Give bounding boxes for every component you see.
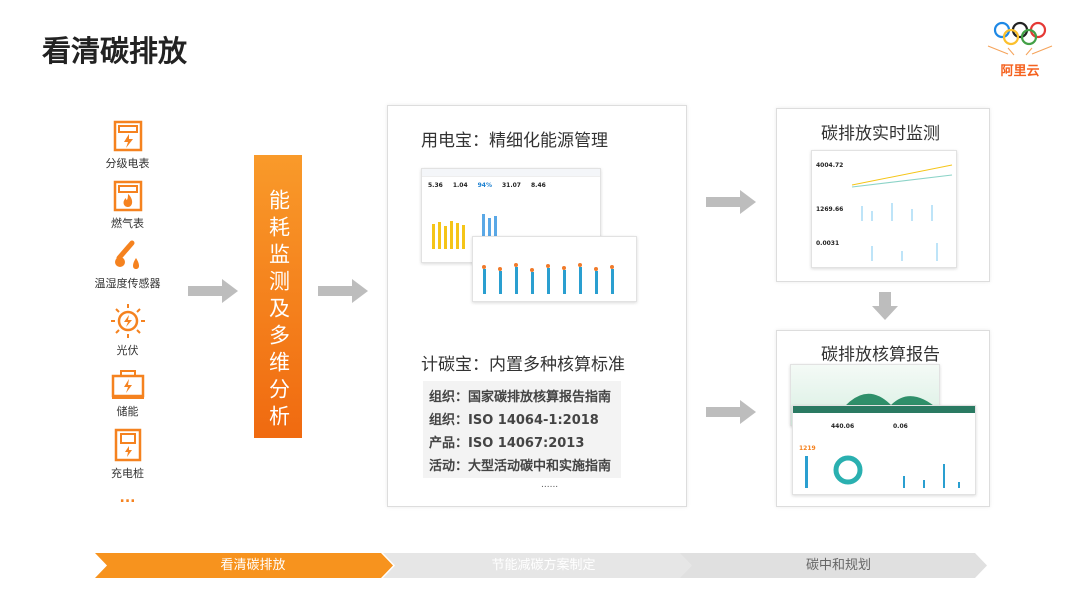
arrow-down-icon — [872, 292, 898, 320]
arrow-right-icon — [188, 279, 238, 303]
arrow-right-icon — [318, 279, 368, 303]
device-battery: 储能 — [90, 370, 165, 419]
device-charging-pile: 充电桩 — [90, 428, 165, 481]
report-screenshot: 440.06 0.06 1219 — [792, 405, 976, 495]
panel-title-report: 碳排放核算报告 — [821, 345, 940, 365]
dashboard-screenshot-2 — [472, 236, 637, 302]
standard-item: 组织：ISO 14064-1:2018 — [429, 413, 599, 428]
battery-icon — [111, 370, 144, 399]
device-gas-meter: 燃气表 — [90, 180, 165, 231]
gas-meter-icon — [113, 180, 142, 212]
step-neutral-planning: 碳中和规划 — [805, 558, 871, 573]
arrow-right-icon — [706, 400, 756, 424]
progress-chevrons — [95, 553, 987, 578]
svg-text:4004.72: 4004.72 — [816, 162, 843, 169]
arrow-right-icon — [706, 190, 756, 214]
device-label: 温湿度传感器 — [94, 277, 161, 290]
solar-icon — [110, 304, 145, 338]
more-standards: ...... — [541, 480, 559, 490]
charging-pile-icon — [114, 428, 141, 462]
svg-text:1219: 1219 — [799, 445, 816, 452]
device-thermometer: 温湿度传感器 — [90, 240, 165, 291]
device-label: 储能 — [116, 405, 139, 418]
standard-item: 产品：ISO 14067:2013 — [429, 436, 585, 451]
svg-text:1269.66: 1269.66 — [816, 206, 843, 213]
thermometer-icon — [114, 240, 139, 269]
monitoring-screenshot: 4004.72 1269.66 0.0031 — [811, 150, 957, 268]
device-solar: 光伏 — [90, 303, 165, 358]
device-label: 燃气表 — [111, 217, 144, 230]
svg-text:440.06: 440.06 — [831, 423, 854, 430]
more-devices: ... — [119, 490, 136, 506]
electric-meter-icon — [113, 120, 142, 152]
panel-title-monitoring: 碳排放实时监测 — [821, 124, 940, 144]
aliyun-logo: 阿里云 — [978, 18, 1062, 82]
panel-title-jitanbao: 计碳宝：内置多种核算标准 — [421, 355, 625, 375]
device-label: 光伏 — [116, 344, 139, 357]
standard-item: 活动：大型活动碳中和实施指南 — [429, 459, 612, 474]
panel-title-yongdianbao: 用电宝：精细化能源管理 — [421, 131, 608, 151]
standard-item: 组织：国家碳排放核算报告指南 — [429, 390, 612, 405]
step-reduction-plan: 节能减碳方案制定 — [491, 558, 596, 573]
step-see-carbon: 看清碳排放 — [220, 558, 286, 573]
logo-text: 阿里云 — [1000, 64, 1040, 79]
energy-monitoring-bar: 能耗监测及多维分析 — [254, 155, 302, 438]
device-label: 分级电表 — [105, 157, 150, 170]
svg-text:0.0031: 0.0031 — [816, 240, 839, 247]
svg-text:0.06: 0.06 — [893, 423, 908, 430]
device-label: 充电桩 — [111, 467, 144, 480]
standards-list: 组织：国家碳排放核算报告指南 组织：ISO 14064-1:2018 产品：IS… — [423, 381, 621, 478]
page-title: 看清碳排放 — [42, 34, 188, 68]
device-electric-meter: 分级电表 — [90, 120, 165, 171]
